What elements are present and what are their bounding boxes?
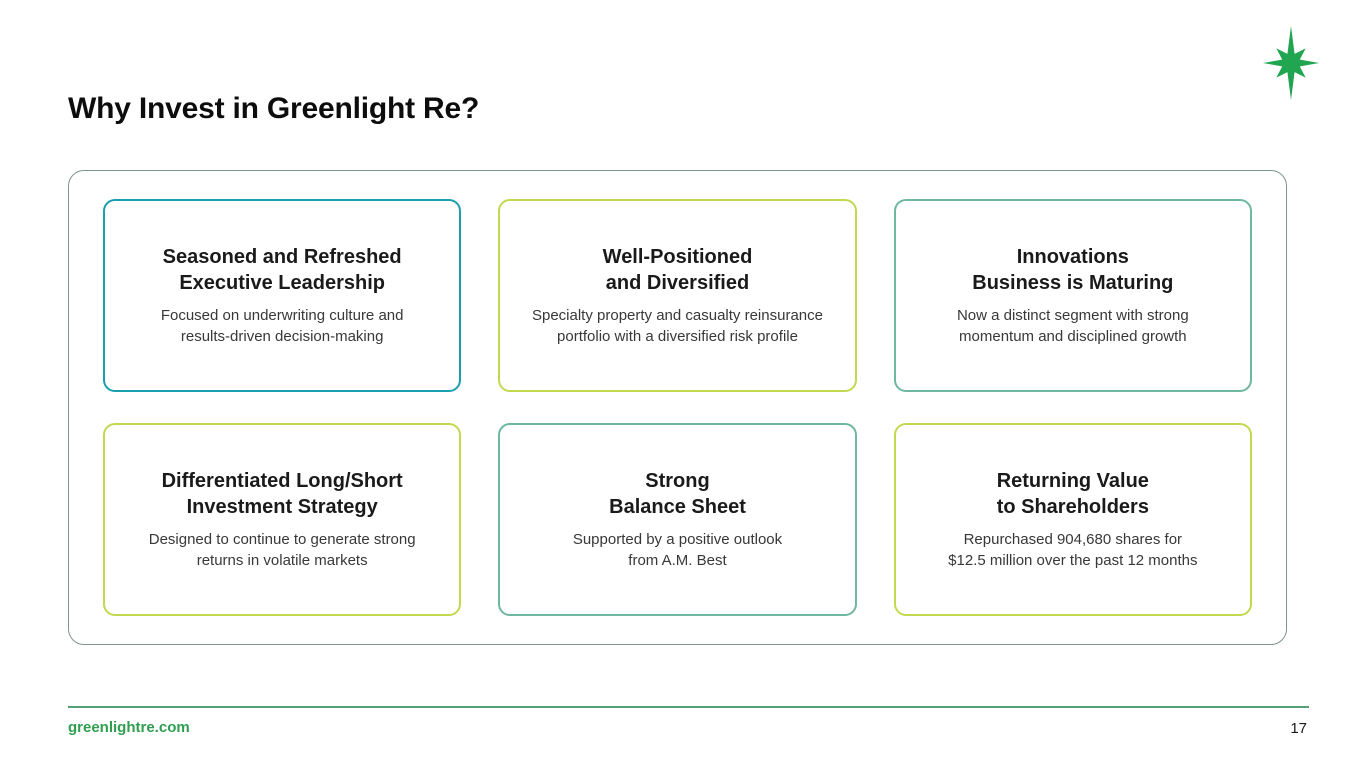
card-body: Now a distinct segment with strong momen… <box>956 307 1189 346</box>
card-body: Focused on underwriting culture and resu… <box>160 307 404 346</box>
card-title: Well-Positioned and Diversified <box>602 245 753 294</box>
card-body: Designed to continue to generate strong … <box>148 531 416 570</box>
sparkle-star-logo-icon <box>1262 26 1320 100</box>
card-well-positioned: Well-Positioned and Diversified Specialt… <box>498 199 857 392</box>
page-number: 17 <box>1290 720 1307 737</box>
card-body: Supported by a positive outlook from A.M… <box>572 531 783 570</box>
card-title: Seasoned and Refreshed Executive Leaders… <box>162 245 402 294</box>
footer-divider <box>68 706 1309 708</box>
page-title: Why Invest in Greenlight Re? <box>68 92 480 126</box>
card-title: Returning Value to Shareholders <box>996 469 1149 518</box>
footer-website-link[interactable]: greenlightre.com <box>68 719 190 736</box>
card-body: Repurchased 904,680 shares for $12.5 mil… <box>948 531 1198 570</box>
card-title: Innovations Business is Maturing <box>972 245 1174 294</box>
card-body: Specialty property and casualty reinsura… <box>531 307 823 346</box>
card-investment-strategy: Differentiated Long/Short Investment Str… <box>103 423 462 616</box>
reasons-panel: Seasoned and Refreshed Executive Leaders… <box>68 170 1287 645</box>
card-executive-leadership: Seasoned and Refreshed Executive Leaders… <box>103 199 462 392</box>
card-title: Strong Balance Sheet <box>609 469 746 518</box>
card-shareholder-value: Returning Value to Shareholders Repurcha… <box>893 423 1252 616</box>
card-innovations: Innovations Business is Maturing Now a d… <box>893 199 1252 392</box>
card-title: Differentiated Long/Short Investment Str… <box>161 469 403 518</box>
card-balance-sheet: Strong Balance Sheet Supported by a posi… <box>498 423 857 616</box>
